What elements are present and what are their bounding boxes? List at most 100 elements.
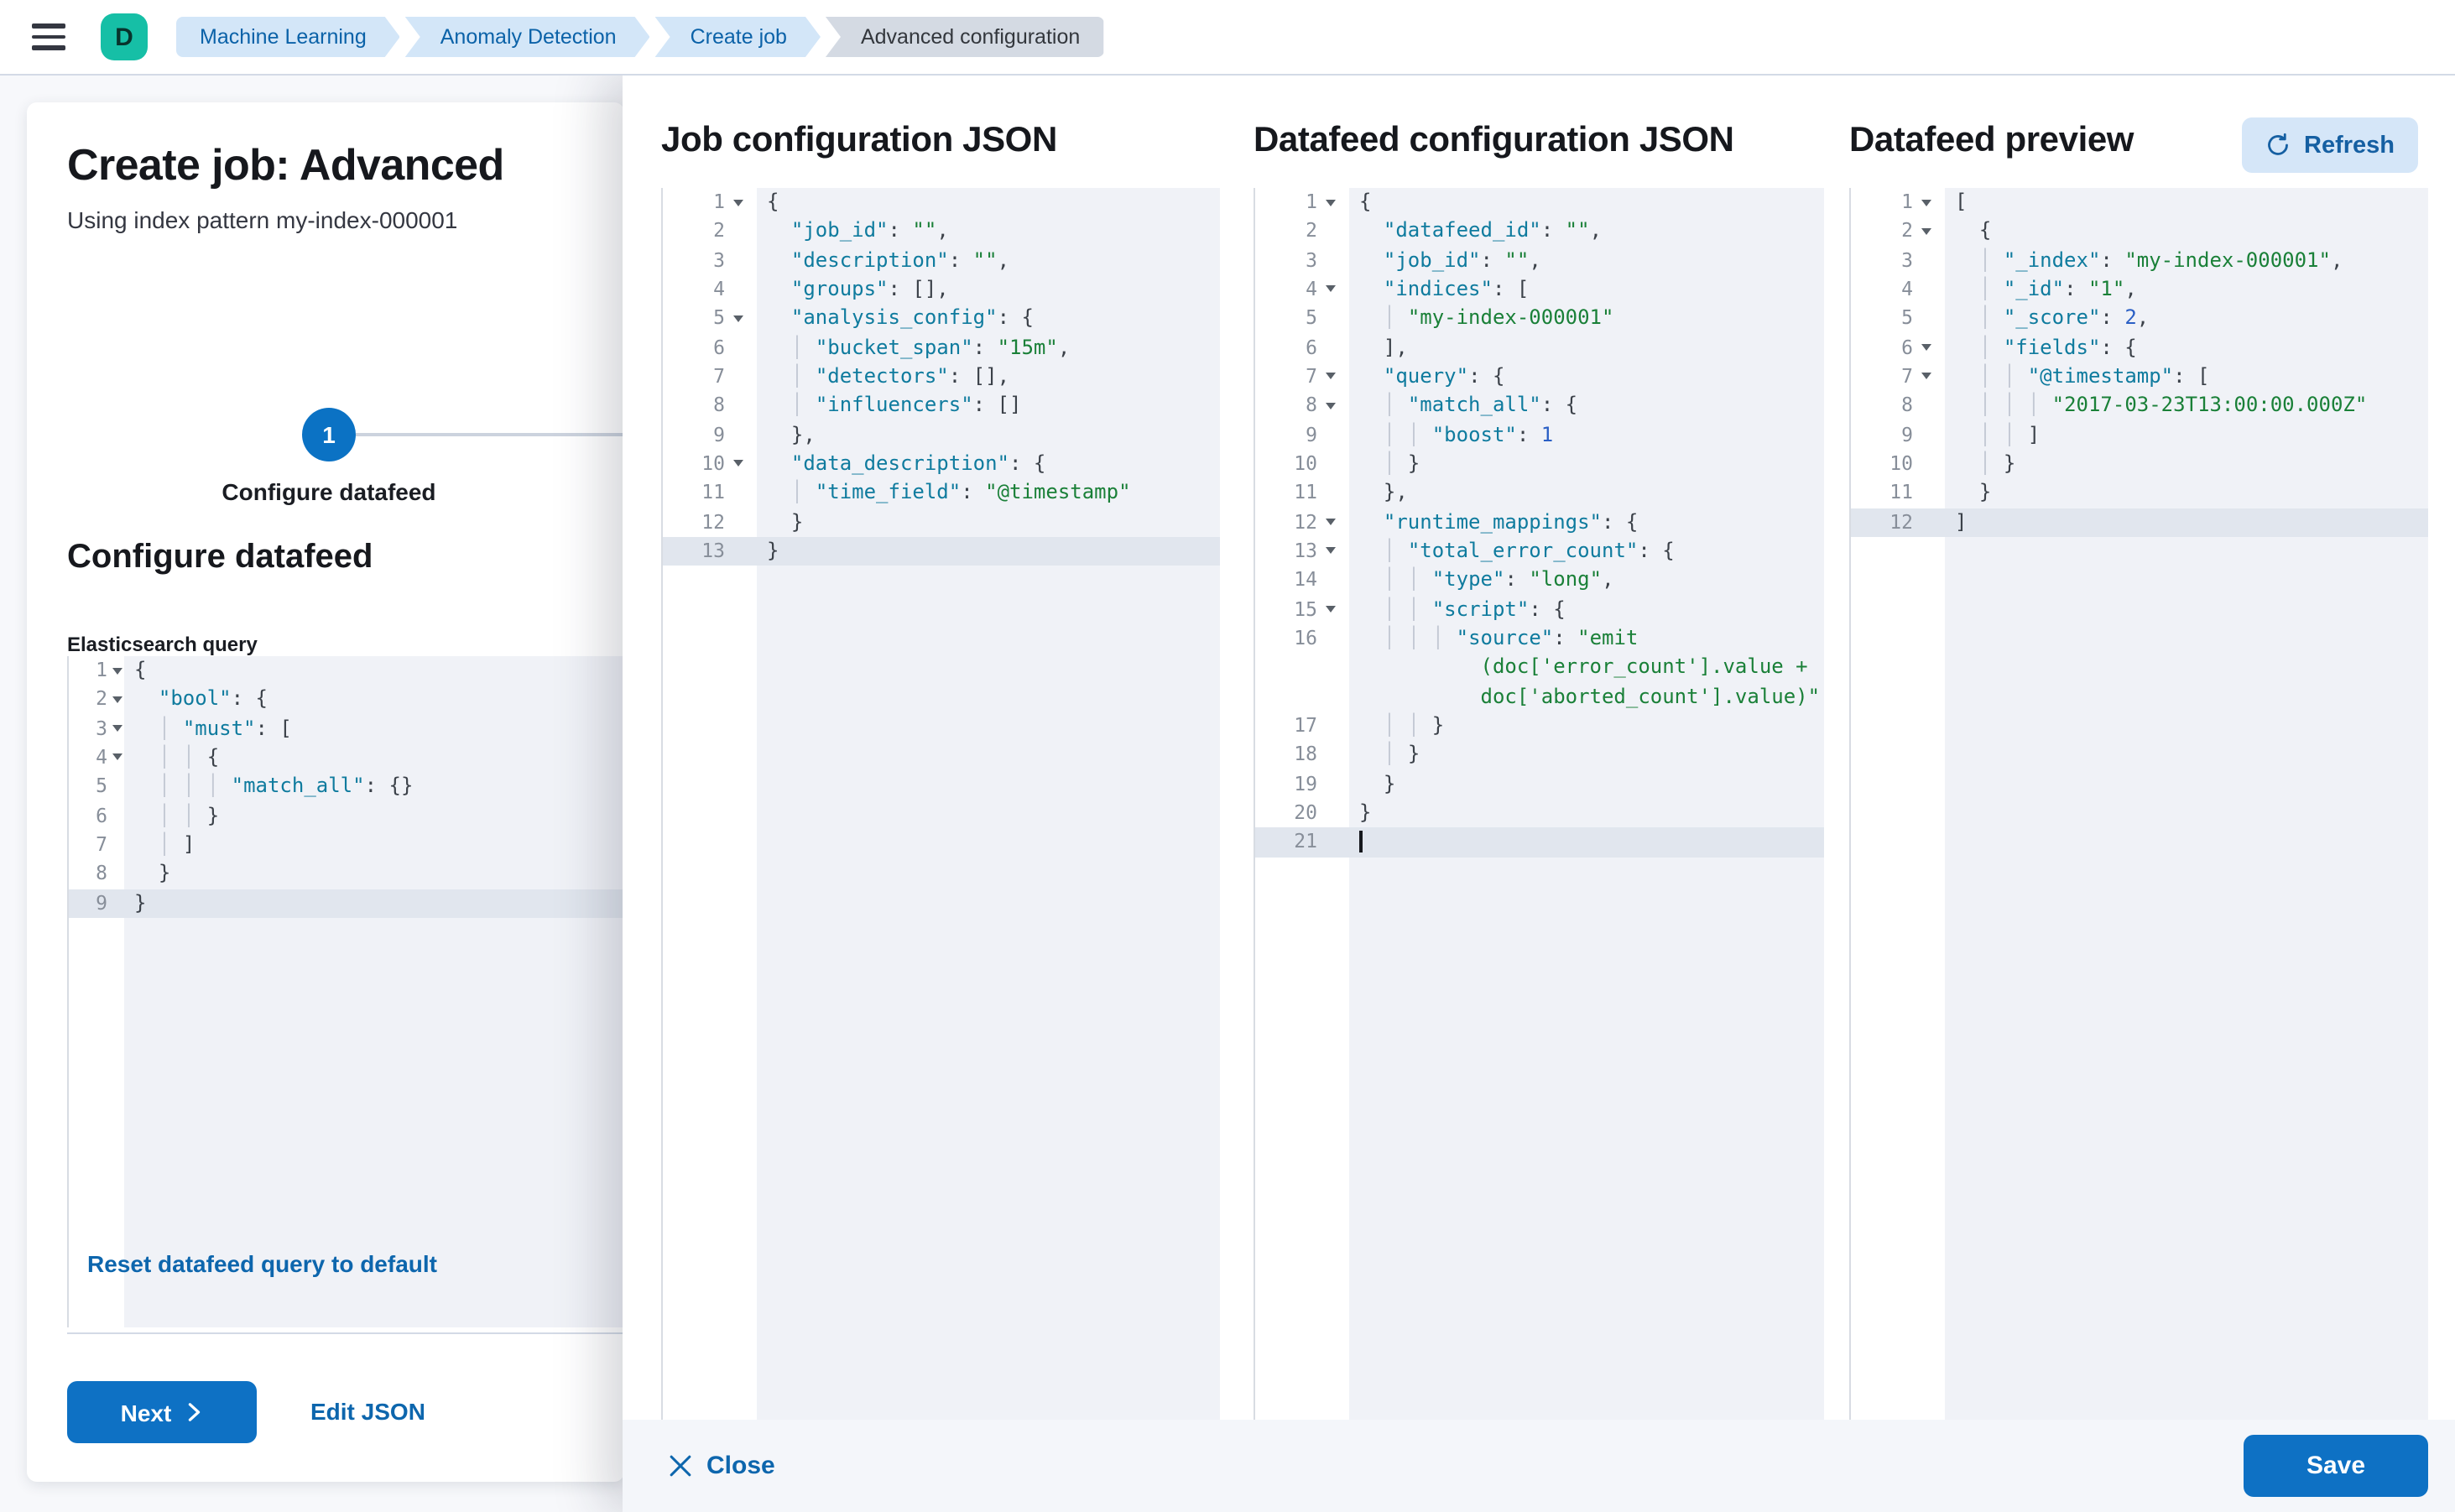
code-line: 3 "job_id": "", (1306, 248, 1541, 272)
save-button[interactable]: Save (2244, 1435, 2428, 1497)
code-line: 1{ (713, 190, 779, 213)
code-line: 3 │ "must": [ (96, 716, 292, 740)
fold-arrow-icon[interactable] (1921, 199, 1931, 206)
code-line: 10 "data_description": { (701, 451, 1046, 475)
fold-arrow-icon[interactable] (112, 753, 122, 761)
next-button-label: Next (120, 1399, 172, 1426)
fold-arrow-icon[interactable] (733, 460, 743, 467)
refresh-button[interactable]: Refresh (2242, 117, 2418, 173)
code-line: 13 │ "total_error_count": { (1294, 538, 1675, 562)
fold-arrow-icon[interactable] (1326, 606, 1336, 613)
fold-arrow-icon[interactable] (1921, 227, 1931, 235)
fold-arrow-icon[interactable] (733, 199, 743, 206)
editor-gutter (1851, 188, 1945, 1420)
breadcrumb-item-anomaly-detection[interactable]: Anomaly Detection (405, 17, 650, 57)
code-line: (doc['error_count'].value + (1359, 654, 1808, 679)
code-line: 4 │ "_id": "1", (1901, 276, 2137, 300)
page-body: Create job: Advanced Using index pattern… (0, 76, 2455, 1512)
section-title: Configure datafeed (67, 539, 373, 576)
code-line: 14 │ │ "type": "long", (1294, 567, 1614, 592)
step-1-label: Configure datafeed (222, 478, 436, 505)
job-config-title: Job configuration JSON (661, 121, 1057, 159)
code-line: 5 "analysis_config": { (713, 305, 1034, 330)
fold-arrow-icon[interactable] (1326, 547, 1336, 555)
code-line: 12] (1851, 508, 2428, 537)
refresh-icon (2268, 133, 2288, 155)
code-line: 21 (1255, 827, 1824, 858)
next-button[interactable]: Next (67, 1381, 257, 1443)
job-config-json-editor[interactable]: 1{2 "job_id": "",3 "description": "",4 "… (661, 188, 1220, 1420)
code-line: 11 } (1889, 480, 1992, 504)
code-line: 6 │ "fields": { (1901, 335, 2137, 359)
step-connector-line (356, 433, 624, 436)
editor-gutter (663, 188, 757, 1420)
code-line: 9 │ │ ] (1901, 422, 2041, 446)
job-config-column: Job configuration JSON 1{ 2 "job_id": "",… (661, 76, 1220, 1420)
breadcrumb-item-machine-learning[interactable]: Machine Learning (176, 17, 400, 57)
code-line: 5 │ "my-index-000001" (1306, 305, 1614, 330)
index-pattern-subtitle: Using index pattern my-index-000001 (67, 206, 458, 233)
space-avatar[interactable]: D (101, 13, 148, 60)
fold-arrow-icon[interactable] (1921, 344, 1931, 352)
fold-arrow-icon[interactable] (1326, 402, 1336, 409)
fold-arrow-icon[interactable] (733, 315, 743, 322)
code-line: 5 │ "_score": 2, (1901, 305, 2150, 330)
close-button-label: Close (706, 1452, 775, 1480)
reset-datafeed-query-link[interactable]: Reset datafeed query to default (87, 1250, 437, 1277)
elasticsearch-query-editor[interactable]: 1{2 "bool": {3 │ "must": [4 │ │ {5 │ │ │… (67, 656, 624, 1327)
breadcrumb-item-advanced-configuration: Advanced configuration (825, 17, 1104, 57)
code-line: 8 │ "influencers": [] (713, 393, 1022, 417)
code-line: 12 "runtime_mappings": { (1294, 509, 1639, 534)
code-line: 7 "query": { (1306, 363, 1505, 388)
code-line: 6 │ "bucket_span": "15m", (713, 335, 1071, 359)
code-line: 11 }, (1294, 480, 1408, 504)
close-icon (670, 1455, 691, 1477)
text-cursor (1359, 831, 1362, 853)
code-line: 6 ], (1306, 335, 1408, 359)
code-line: 10 │ } (1889, 451, 2016, 475)
code-line: 7 │ "detectors": [], (713, 363, 1010, 388)
close-button[interactable]: Close (670, 1452, 775, 1480)
fold-arrow-icon[interactable] (112, 696, 122, 703)
datafeed-config-column: Datafeed configuration JSON 1{2 "datafee… (1254, 76, 1824, 1420)
code-line: 19 } (1294, 771, 1396, 795)
editor-gutter (1255, 188, 1349, 1420)
divider (67, 1332, 624, 1334)
code-line: 8 │ │ │ "2017-03-23T13:00:00.000Z" (1901, 393, 2368, 417)
code-line: 7 │ │ "@timestamp": [ (1901, 363, 2210, 388)
fold-arrow-icon[interactable] (112, 725, 122, 733)
code-line: 4 "indices": [ (1306, 276, 1530, 300)
fold-arrow-icon[interactable] (1326, 373, 1336, 380)
code-line: 3 "description": "", (713, 248, 1010, 272)
code-line: 18 │ } (1294, 742, 1420, 766)
menu-hamburger-icon[interactable] (32, 23, 65, 50)
code-line: doc['aborted_count'].value)" (1359, 684, 1821, 708)
editor-gutter (69, 656, 124, 1327)
fold-arrow-icon[interactable] (1921, 373, 1931, 380)
edit-json-link[interactable]: Edit JSON (310, 1398, 425, 1425)
breadcrumb-item-create-job[interactable]: Create job (655, 17, 821, 57)
code-line: 12 } (701, 509, 804, 534)
code-line: 7 │ ] (96, 832, 195, 856)
code-line: 2 "bool": { (96, 686, 268, 711)
code-line: 9} (69, 889, 624, 918)
chevron-right-icon (189, 1403, 201, 1421)
fold-arrow-icon[interactable] (112, 667, 122, 674)
page-title: Create job: Advanced (67, 139, 504, 190)
datafeed-preview-editor[interactable]: 1[2 {3 │ "_index": "my-index-000001",4 │… (1849, 188, 2428, 1420)
fold-arrow-icon[interactable] (1326, 199, 1336, 206)
code-line: 8 │ "match_all": { (1306, 393, 1578, 417)
fold-arrow-icon[interactable] (1326, 519, 1336, 526)
elasticsearch-query-label: Elasticsearch query (67, 633, 258, 656)
datafeed-config-title: Datafeed configuration JSON (1254, 121, 1734, 159)
step-1-indicator[interactable]: 1 (302, 408, 356, 461)
code-line: 10 │ } (1294, 451, 1420, 475)
code-line: 16 │ │ │ "source": "emit (1294, 625, 1639, 649)
code-line: 2 "job_id": "", (713, 218, 949, 242)
code-line: 4 │ │ { (96, 744, 220, 769)
fold-arrow-icon[interactable] (1326, 285, 1336, 293)
datafeed-config-json-editor[interactable]: 1{2 "datafeed_id": "",3 "job_id": "",4 "… (1254, 188, 1824, 1420)
